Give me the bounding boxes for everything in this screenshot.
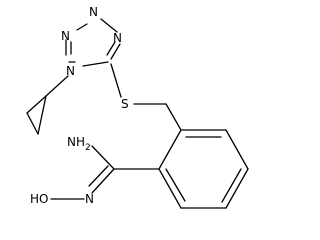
- bond-n1-cyclopropyl: [45, 75, 69, 97]
- bond-benzene-inner-2: [221, 168, 242, 203]
- bond-amidine-nh2: [91, 145, 115, 170]
- atom-amine-label: NH: [67, 135, 85, 149]
- atom-n1: N: [66, 64, 75, 78]
- bond-cyclopropyl-2: [26, 112, 39, 135]
- chemical-structure: N N N N S NH2 N HO: [26, 5, 249, 209]
- bond-benzene-3: [225, 168, 249, 209]
- bond-benzene-6: [158, 129, 182, 170]
- amidoxime-group: [50, 145, 160, 200]
- cyclopropyl-group: [26, 75, 69, 135]
- bond-c5-n4: [110, 43, 121, 60]
- bond-amidine-n-inner: [88, 165, 109, 187]
- bond-c5-s: [110, 63, 122, 98]
- bond-cyclopropyl-1: [26, 95, 47, 114]
- bond-n1-c5: [82, 61, 109, 67]
- bond-c5-n4-inner: [106, 41, 116, 56]
- thioether-linker: [110, 63, 182, 131]
- bond-cyclopropyl-3: [37, 95, 47, 135]
- bond-benzene-inner-3: [165, 168, 186, 202]
- bond-ch2-ring: [165, 103, 182, 131]
- bond-n4-n3: [76, 23, 88, 31]
- atom-n-top: N: [89, 5, 98, 19]
- bond-benzene-5: [158, 168, 182, 209]
- atom-n-right: N: [113, 31, 122, 45]
- atom-amine-subscript: 2: [85, 143, 91, 153]
- atom-hydroxyl: HO: [30, 192, 48, 206]
- tetrazole-ring: [65, 18, 121, 67]
- atom-n-left-top: N: [61, 29, 70, 43]
- atom-amine: NH2: [67, 135, 91, 153]
- atom-sulfur: S: [121, 97, 129, 111]
- bond-amidine-n: [91, 168, 115, 194]
- benzene-ring: [158, 129, 249, 209]
- bond-benzene-2: [225, 129, 249, 170]
- atom-oxime-n: N: [85, 192, 94, 206]
- bond-n4-ntop: [100, 18, 118, 33]
